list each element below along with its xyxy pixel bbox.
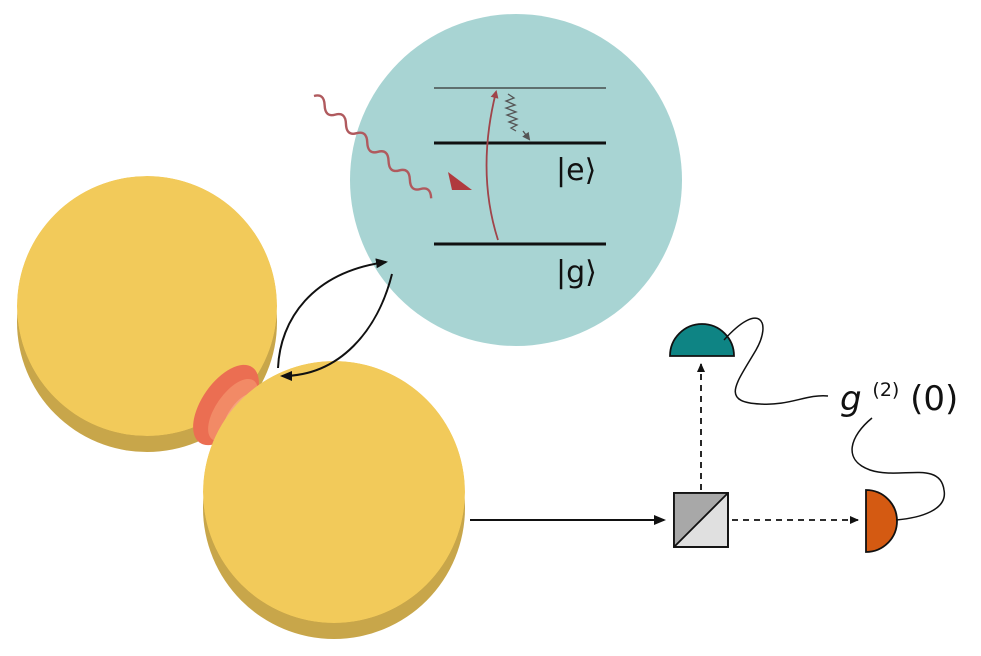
beamsplitter [673, 492, 729, 548]
detector-teal [669, 323, 735, 357]
coupling-arrow-down [280, 273, 393, 381]
coupling-arrow-up [277, 258, 388, 369]
energy-level-diagram: |e⟩ |g⟩ [434, 87, 606, 290]
excitation-arrow [485, 90, 499, 241]
correlation-label: g (2) (0) [840, 365, 958, 419]
incoming-photon [313, 94, 472, 199]
correlation-superscript: (2) [872, 379, 899, 401]
bottom-nanosphere [203, 361, 465, 639]
photon-wave [313, 94, 433, 199]
quantum-emitter-disk [350, 14, 682, 346]
decay-wavepacket [504, 93, 519, 132]
bottom-sphere-body [203, 361, 465, 623]
cable-teal-detector [723, 317, 829, 405]
correlation-symbol: g [840, 379, 862, 419]
photon-arrowhead [448, 172, 472, 190]
top-sphere-body [17, 176, 277, 436]
correlation-argument: (0) [910, 379, 958, 419]
beamsplitter-diagonal [673, 492, 729, 548]
decay-arrow [522, 130, 531, 141]
detector-orange [865, 489, 898, 553]
cable-orange-detector [851, 417, 945, 521]
excited-state-label: |e⟩ [556, 153, 596, 188]
ground-state-label: |g⟩ [556, 255, 597, 290]
